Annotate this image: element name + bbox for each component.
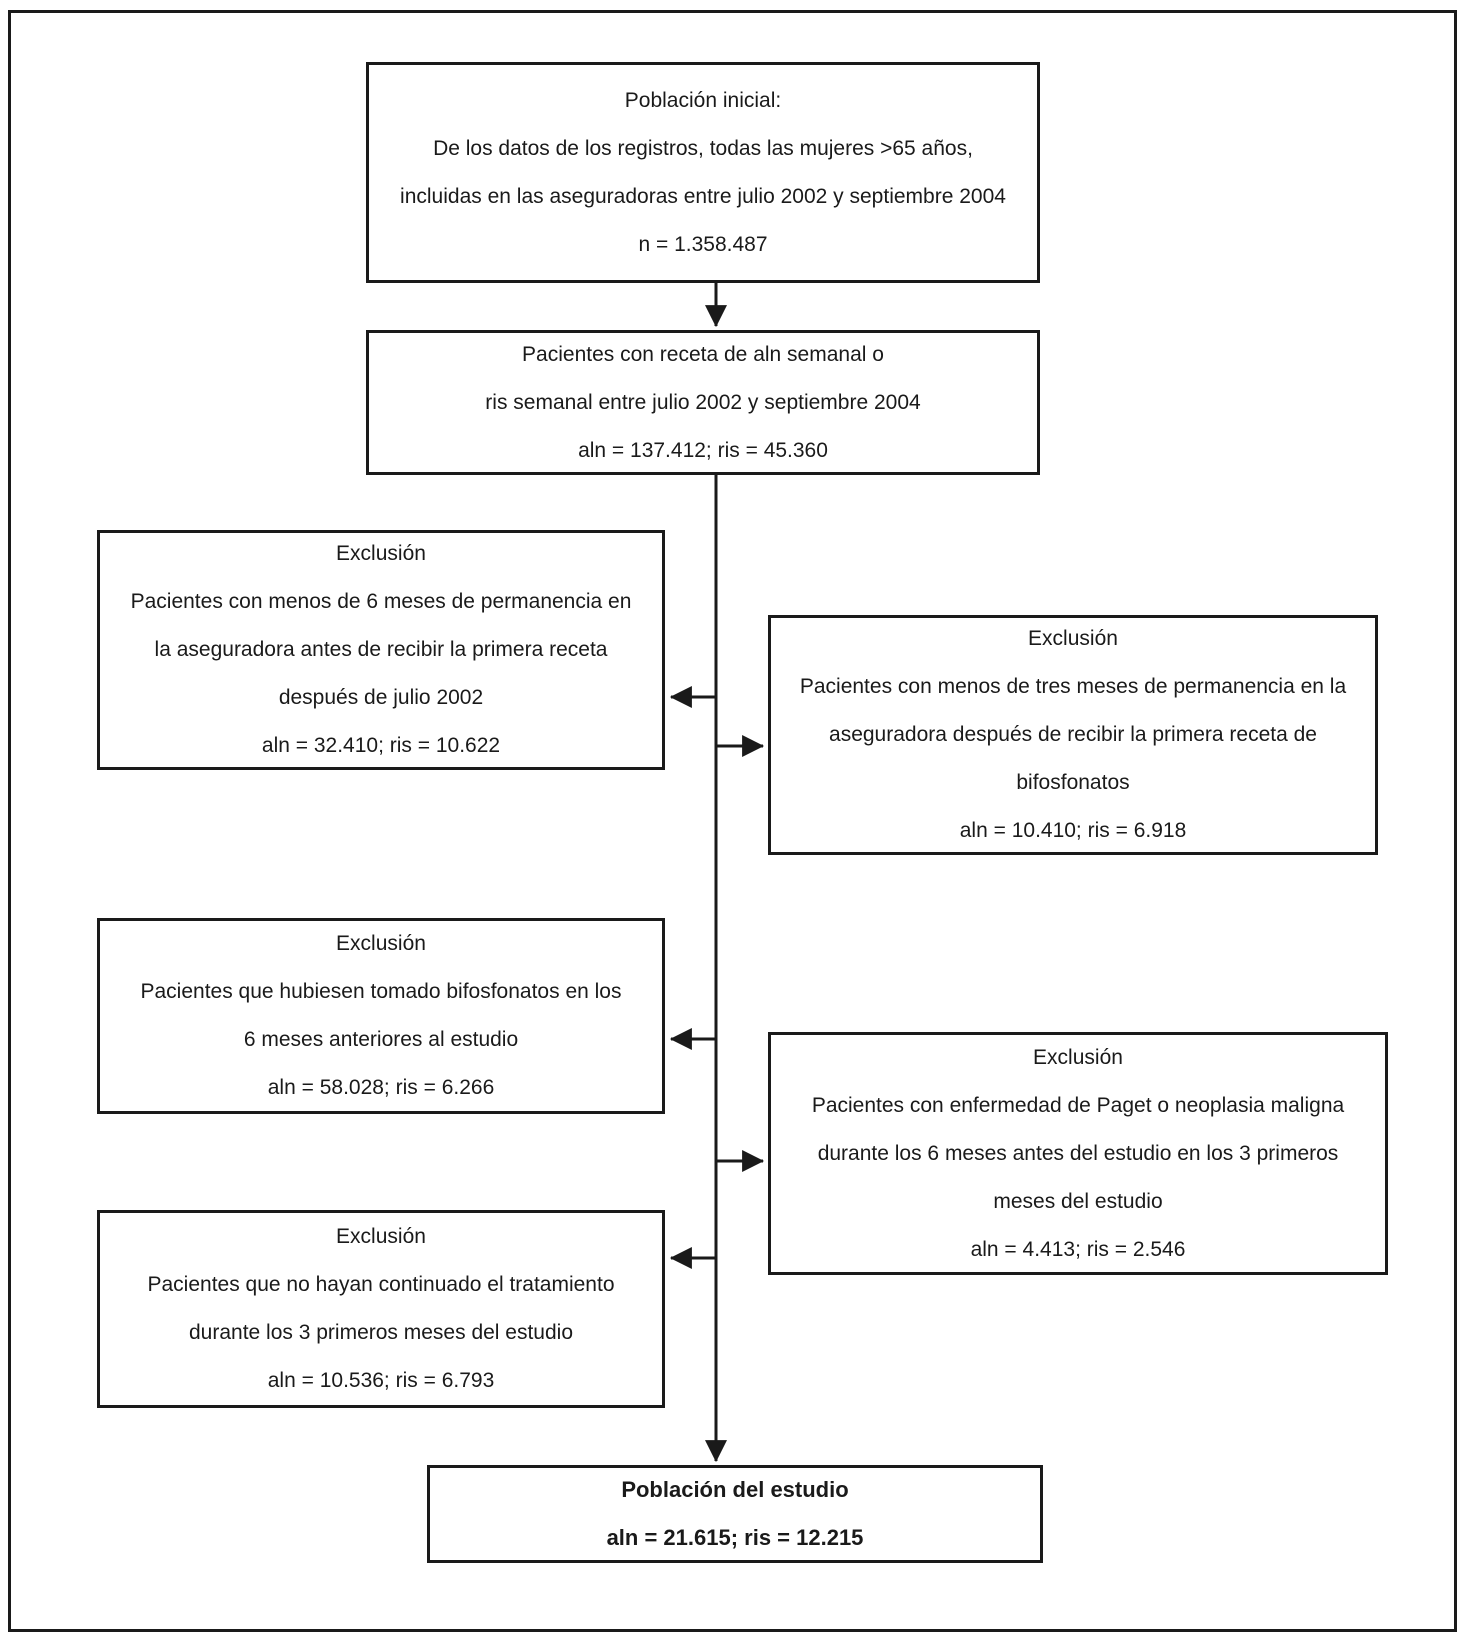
box-count-line: aln = 32.410; ris = 10.622 <box>261 734 501 757</box>
box-title: Exclusión <box>336 932 426 955</box>
box-title: Exclusión <box>1033 1045 1123 1069</box>
box-text-line: ris semanal entre julio 2002 y septiembr… <box>485 390 921 414</box>
box-count-line: aln = 10.410; ris = 6.918 <box>959 819 1187 842</box>
exclusion-box-prior-bisphosphonates: Exclusión Pacientes que hubiesen tomado … <box>97 918 665 1114</box>
box-text-line: después de julio 2002 <box>278 686 484 709</box>
study-population-box: Población del estudio aln = 21.615; ris … <box>427 1465 1043 1563</box>
box-text-line: Pacientes con menos de tres meses de per… <box>799 675 1347 698</box>
box-count-line: aln = 21.615; ris = 12.215 <box>606 1525 864 1550</box>
box-count-line: aln = 10.536; ris = 6.793 <box>267 1369 495 1392</box>
box-text-line: Pacientes con enfermedad de Paget o neop… <box>811 1093 1345 1117</box>
box-text-line: Pacientes que hubiesen tomado bifosfonat… <box>140 980 622 1003</box>
box-count-line: aln = 4.413; ris = 2.546 <box>970 1237 1186 1261</box>
exclusion-box-treatment-discontinued: Exclusión Pacientes que no hayan continu… <box>97 1210 665 1408</box>
box-count-line: aln = 58.028; ris = 6.266 <box>267 1076 495 1099</box>
box-text-line: bifosfonatos <box>1016 771 1130 794</box>
box-text-line: incluidas en las aseguradoras entre juli… <box>400 184 1006 208</box>
box-count-line: aln = 137.412; ris = 45.360 <box>578 438 828 462</box>
box-count-line: n = 1.358.487 <box>638 232 768 256</box>
box-title: Exclusión <box>336 1225 426 1248</box>
box-text-line: Pacientes que no hayan continuado el tra… <box>147 1273 615 1296</box>
box-text-line: durante los 6 meses antes del estudio en… <box>817 1141 1339 1165</box>
box-title: Exclusión <box>336 542 426 565</box>
initial-population-box: Población inicial: De los datos de los r… <box>366 62 1040 283</box>
box-text-line: la aseguradora antes de recibir la prime… <box>154 638 608 661</box>
prescription-box: Pacientes con receta de aln semanal o ri… <box>366 330 1040 475</box>
box-title: Población del estudio <box>621 1477 849 1502</box>
box-text-line: meses del estudio <box>993 1189 1163 1213</box>
box-text-line: Pacientes con receta de aln semanal o <box>522 342 884 366</box>
box-title: Exclusión <box>1028 627 1118 650</box>
exclusion-box-permanence-after: Exclusión Pacientes con menos de tres me… <box>768 615 1378 855</box>
exclusion-box-permanence-before: Exclusión Pacientes con menos de 6 meses… <box>97 530 665 770</box>
box-text-line: De los datos de los registros, todas las… <box>433 136 973 160</box>
box-title: Población inicial: <box>624 88 782 112</box>
box-text-line: Pacientes con menos de 6 meses de perman… <box>130 590 632 613</box>
page-border <box>8 10 1457 1632</box>
box-text-line: 6 meses anteriores al estudio <box>243 1028 519 1051</box>
exclusion-box-paget-neoplasia: Exclusión Pacientes con enfermedad de Pa… <box>768 1032 1388 1275</box>
box-text-line: durante los 3 primeros meses del estudio <box>188 1321 574 1344</box>
box-text-line: aseguradora después de recibir la primer… <box>829 723 1317 746</box>
